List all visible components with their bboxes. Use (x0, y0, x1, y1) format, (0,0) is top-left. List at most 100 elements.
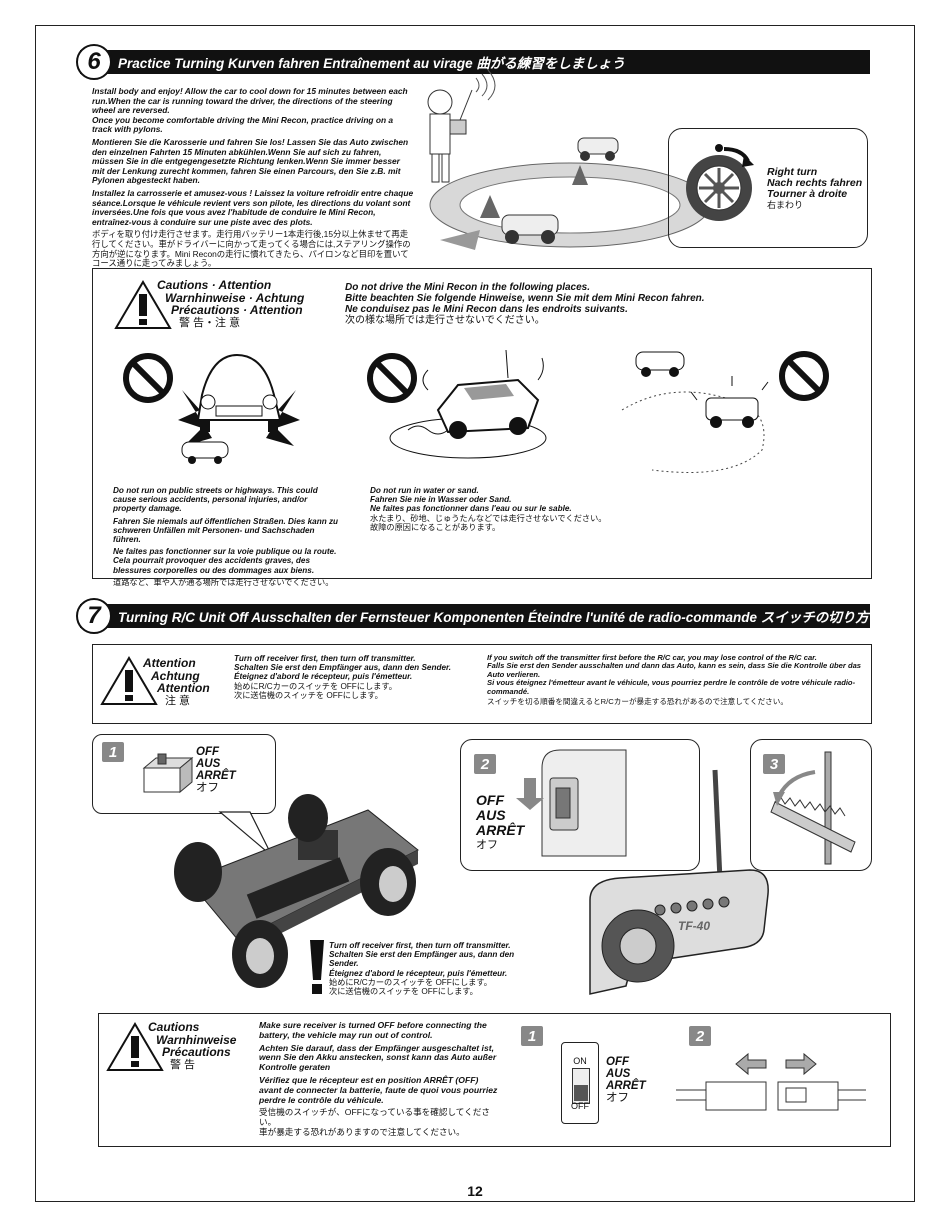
transmitter-switch-closeup (516, 749, 627, 857)
attention-left-jp-1: 始めにR/Cカーのスイッチを OFFにします。 (234, 681, 397, 691)
do-not-drive-fr: Ne conduisez pas le Mini Recon dans les … (345, 304, 628, 315)
attention-box (92, 644, 872, 724)
caution-title-fr: Précautions · Attention (171, 303, 303, 317)
streets-fr: Ne faites pas fonctionner sur la voie pu… (113, 547, 337, 575)
step-2-badge: 2 (474, 754, 496, 774)
off-en: OFF (196, 746, 219, 758)
step-3-callout (750, 739, 872, 871)
off-en: OFF (476, 792, 504, 808)
antenna-retract-icon (770, 751, 856, 865)
off-fr: ARRÊT (476, 822, 525, 838)
off-jp: オフ (196, 782, 219, 794)
switch-on-label: ON (573, 1056, 587, 1066)
off-de: AUS (476, 807, 506, 823)
attention-title: Attention Achtung Attention 注 意 (143, 657, 210, 707)
off-de: AUS (606, 1068, 631, 1080)
step-3-badge: 3 (763, 754, 785, 774)
cautions-title-de: Warnhinweise (156, 1032, 237, 1047)
caution-title-en: Cautions · Attention (157, 278, 272, 292)
prohibited-icon (123, 353, 173, 403)
caution-title: Cautions · Attention Warnhinweise · Acht… (157, 279, 304, 329)
right-turn-callout (668, 128, 868, 248)
attention-left-fr: Éteignez d'abord le récepteur, puis l'ém… (234, 672, 413, 682)
switch-diagram (561, 1042, 599, 1124)
section-6-caution-box (92, 268, 872, 579)
caution-step-2-badge: 2 (689, 1026, 711, 1046)
section-6-title: Practice Turning Kurven fahren Entraînem… (118, 56, 625, 71)
prohibited-icon (779, 351, 829, 401)
section-7-title: Turning R/C Unit Off Ausschalten der Fer… (118, 610, 869, 625)
practice-track-illustration (427, 69, 711, 250)
para-de: Montieren Sie die Karosserie und fahren … (92, 136, 409, 186)
attention-left-en: Turn off receiver first, then turn off t… (234, 654, 416, 663)
do-not-drive-en: Do not drive the Mini Recon in the follo… (345, 282, 591, 293)
section-6-instructions: Install body and enjoy! Allow the car to… (92, 86, 414, 272)
streets-en: Do not run on public streets or highways… (113, 486, 318, 514)
streets-warning: Do not run on public streets or highways… (113, 486, 341, 590)
cautions-text: Make sure receiver is turned OFF before … (259, 1020, 499, 1138)
transmitter-illustration (589, 769, 769, 995)
connector-diagram (676, 1052, 866, 1111)
water-car-illustration (389, 349, 547, 459)
cautions-en: Make sure receiver is turned OFF before … (259, 1020, 487, 1040)
caution-title-jp: 警 告・注 意 (179, 316, 241, 329)
caution-step-1-badge: 1 (521, 1026, 543, 1046)
caution-off-label: OFF AUS ARRÊT オフ (606, 1056, 646, 1104)
street-car-illustration (178, 353, 300, 464)
exclamation-icon (310, 940, 324, 994)
water-jp-2: 故障の原因になることがあります。 (370, 522, 501, 532)
right-turn-fr: Tourner à droite (767, 188, 848, 200)
cautions-de: Achten Sie darauf, dass der Empfänger au… (259, 1042, 497, 1073)
off-de: AUS (196, 758, 221, 770)
do-not-drive-text: Do not drive the Mini Recon in the follo… (345, 282, 825, 326)
switch-off-label: OFF (571, 1101, 589, 1111)
step-2-callout (460, 739, 700, 871)
para-en-2: Once you become comfortable driving the … (92, 114, 394, 135)
chassis-illustration (174, 794, 419, 988)
step-1-badge: 1 (102, 742, 124, 762)
para-jp: ボディを取り付け走行させます。走行用バッテリー1本走行後,15分以上休ませて再走… (92, 229, 411, 269)
attention-right-text: If you switch off the transmitter first … (487, 653, 862, 707)
section-7-header: Turning R/C Unit Off Ausschalten der Fer… (80, 604, 870, 628)
off-fr: ARRÊT (196, 770, 236, 782)
page-number: 12 (467, 1183, 483, 1199)
order-note-en: Turn off receiver first, then turn off t… (329, 941, 511, 950)
do-not-drive-de: Bitte beachten Sie folgende Hinweise, we… (345, 293, 705, 304)
page-frame (35, 25, 915, 1202)
attention-right-fr: Si vous éteignez l'émetteur avant le véh… (487, 678, 856, 696)
cautions-title-fr: Précautions (162, 1045, 231, 1059)
cautions-title-en: Cautions (148, 1020, 200, 1034)
water-jp-1: 水たまり、砂地、じゅうたんなどでは走行させないでください。 (370, 513, 607, 523)
water-en: Do not run in water or sand. (370, 486, 479, 495)
section-7-number: 7 (76, 598, 112, 634)
attention-right-de: Falls Sie erst den Sender ausschalten un… (487, 661, 862, 679)
water-de: Fahren Sie nie in Wasser oder Sand. (370, 495, 512, 505)
step-1-off-label: OFF AUS ARRÊT オフ (196, 746, 236, 794)
right-turn-label: Right turn Nach rechts fahren Tourner à … (767, 167, 862, 211)
callout-pointer (218, 811, 273, 857)
attention-right-jp: スイッチを切る順番を間違えるとR/Cカーが暴走する恐れがあるので注意してください… (487, 697, 788, 707)
attention-title-en: Attention (143, 656, 196, 670)
water-fr: Ne faites pas fonctionner dans l'eau ou … (370, 504, 572, 514)
attention-right-en: If you switch off the transmitter first … (487, 653, 817, 662)
streets-de: Fahren Sie niemals auf öffentlichen Stra… (113, 516, 339, 545)
attention-left-text: Turn off receiver first, then turn off t… (234, 654, 484, 700)
receiver-switch-icon (142, 753, 194, 794)
order-note-jp-2: 次に送信機のスイッチを OFFにします。 (329, 987, 478, 997)
para-fr: Installez la carrosserie et amusez-vous … (92, 187, 414, 227)
cautions-box (98, 1013, 891, 1147)
off-jp: オフ (476, 839, 498, 851)
attention-title-de: Achtung (151, 668, 200, 683)
attention-title-jp: 注 意 (165, 694, 191, 707)
cautions-jp-2: 車が暴走する恐れがありますので注意してください。 (259, 1126, 465, 1137)
right-turn-jp: 右まわり (767, 200, 804, 210)
step-2-off-label: OFF AUS ARRÊT オフ (476, 793, 524, 853)
right-turn-en: Right turn (767, 166, 818, 178)
streets-jp: 道路など、車や人が通る場所では走行させないでください。 (113, 577, 334, 587)
order-note-jp-1: 始めにR/Cカーのスイッチを OFFにします。 (329, 977, 492, 987)
do-not-drive-jp: 次の様な場所では走行させないでください。 (345, 315, 545, 326)
para-en-1: Install body and enjoy! Allow the car to… (92, 86, 408, 116)
attention-title-fr: Attention (157, 681, 210, 695)
attention-left-jp-2: 次に送信機のスイッチを OFFにします。 (234, 690, 383, 700)
sand-car-illustration (621, 351, 769, 473)
